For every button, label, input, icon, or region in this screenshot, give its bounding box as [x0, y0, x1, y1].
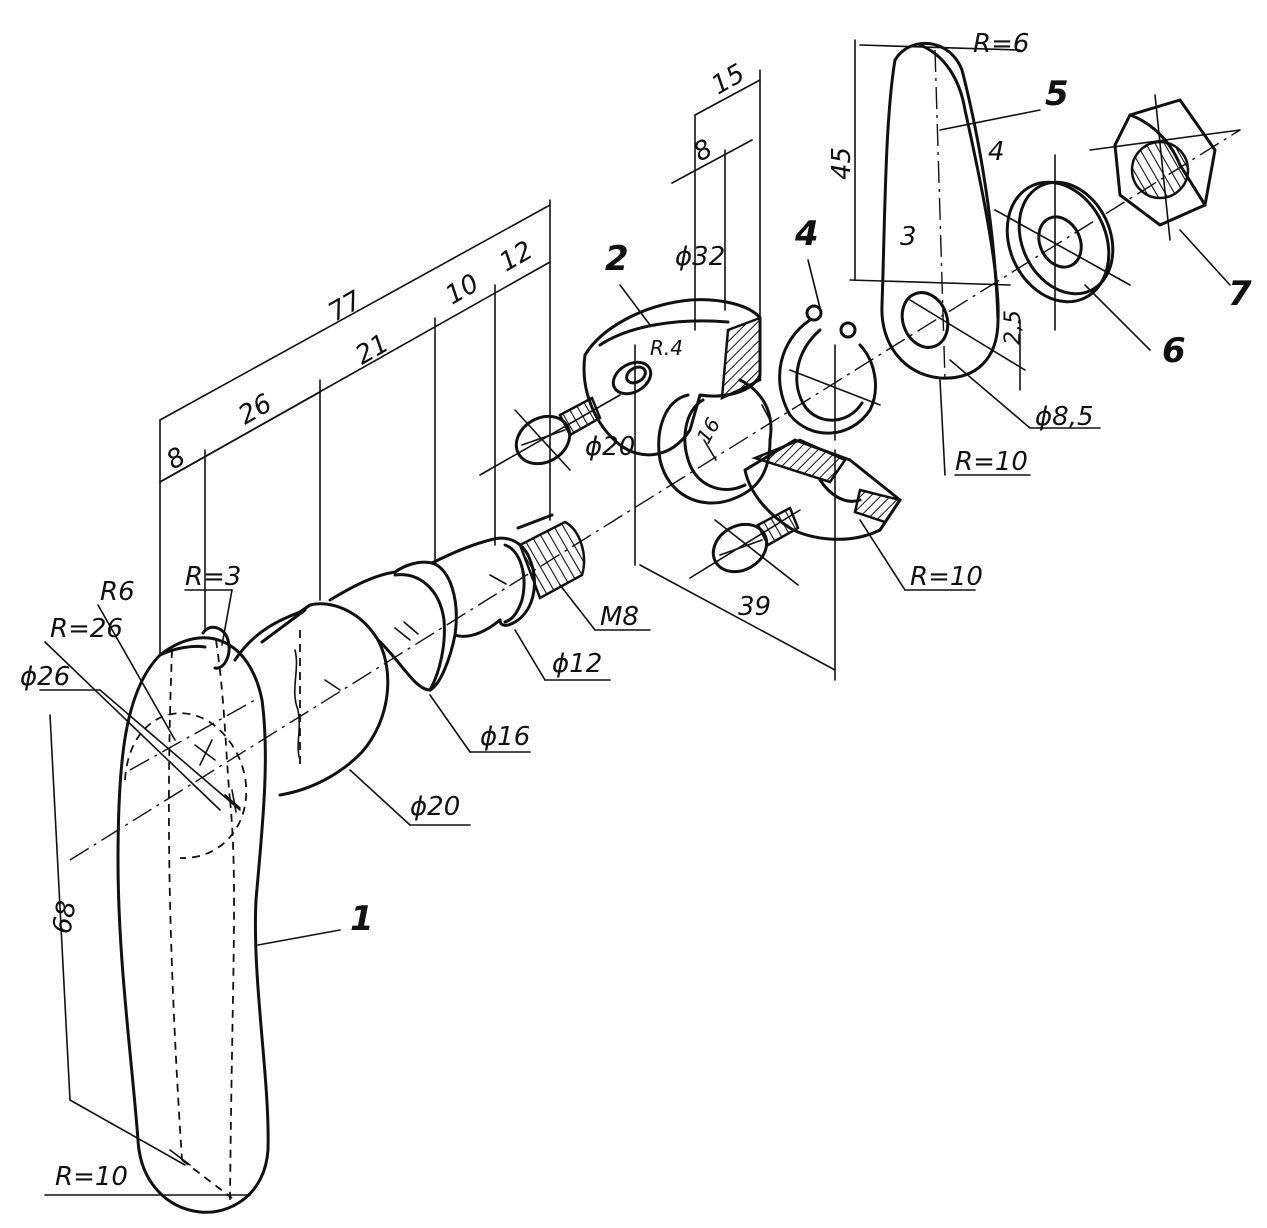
dim-d20-shaft: ϕ20	[410, 792, 460, 822]
part-4-circlip	[778, 304, 881, 441]
dim-r3: R=3	[185, 562, 241, 592]
assembly-axis	[69, 129, 1241, 861]
part-1-handle	[116, 625, 270, 1214]
dim-d32: ϕ32	[675, 242, 725, 272]
handle-shaft	[233, 513, 586, 797]
part-6-washer	[994, 154, 1131, 331]
dim-m8: M8	[600, 602, 639, 632]
dim-lever-r10: R=10	[955, 447, 1028, 477]
dim-lever-4: 4	[988, 137, 1005, 167]
dim-8: 8	[162, 442, 191, 476]
label-part-2: 2	[605, 239, 629, 279]
dim-bracket-8: 8	[689, 134, 718, 168]
label-part-7: 7	[1228, 274, 1252, 314]
dimension-labels: 77 21 10 12 8 26 68 R=10 R6 R=3 R=26 ϕ26…	[20, 29, 1094, 1192]
dim-r4: R.4	[650, 336, 683, 360]
dim-68: 68	[47, 898, 82, 936]
dim-lever-3: 3	[900, 222, 917, 252]
dim-d26: ϕ26	[20, 662, 70, 692]
label-part-1: 1	[350, 899, 374, 939]
dim-77: 77	[324, 285, 368, 328]
dim-21: 21	[351, 329, 395, 372]
label-part-6: 6	[1162, 331, 1186, 371]
dim-26: 26	[234, 389, 278, 432]
dim-lever-r6: R=6	[973, 29, 1029, 59]
dim-bracket-15: 15	[707, 59, 751, 102]
leaders	[257, 109, 1231, 946]
part-7-nut	[1089, 94, 1241, 241]
dim-d12: ϕ12	[552, 649, 602, 679]
label-part-5: 5	[1045, 74, 1069, 114]
dim-d16: ϕ16	[480, 722, 530, 752]
part-2-bracket	[582, 69, 903, 681]
dim-lever-45: 45	[827, 147, 857, 180]
dimension-leaders	[39, 359, 1101, 1196]
dim-d85: ϕ8,5	[1035, 402, 1094, 432]
length-dimensions	[159, 199, 551, 656]
screws	[479, 394, 801, 586]
label-part-4: 4	[794, 214, 819, 254]
dim-lever-25: 2,5	[1001, 310, 1026, 345]
dim-16: 16	[692, 413, 726, 447]
dim-d20-bracket: ϕ20	[585, 432, 635, 462]
dim-10: 10	[441, 269, 485, 312]
part-5-lever	[849, 39, 1026, 391]
part-labels: 1 2 4 5 6 7	[350, 74, 1252, 939]
dim-r10-handle: R=10	[55, 1162, 128, 1192]
dim-r10-bracket: R=10	[910, 562, 983, 592]
dim-39: 39	[738, 592, 771, 622]
dim-r6: R6	[100, 577, 135, 607]
